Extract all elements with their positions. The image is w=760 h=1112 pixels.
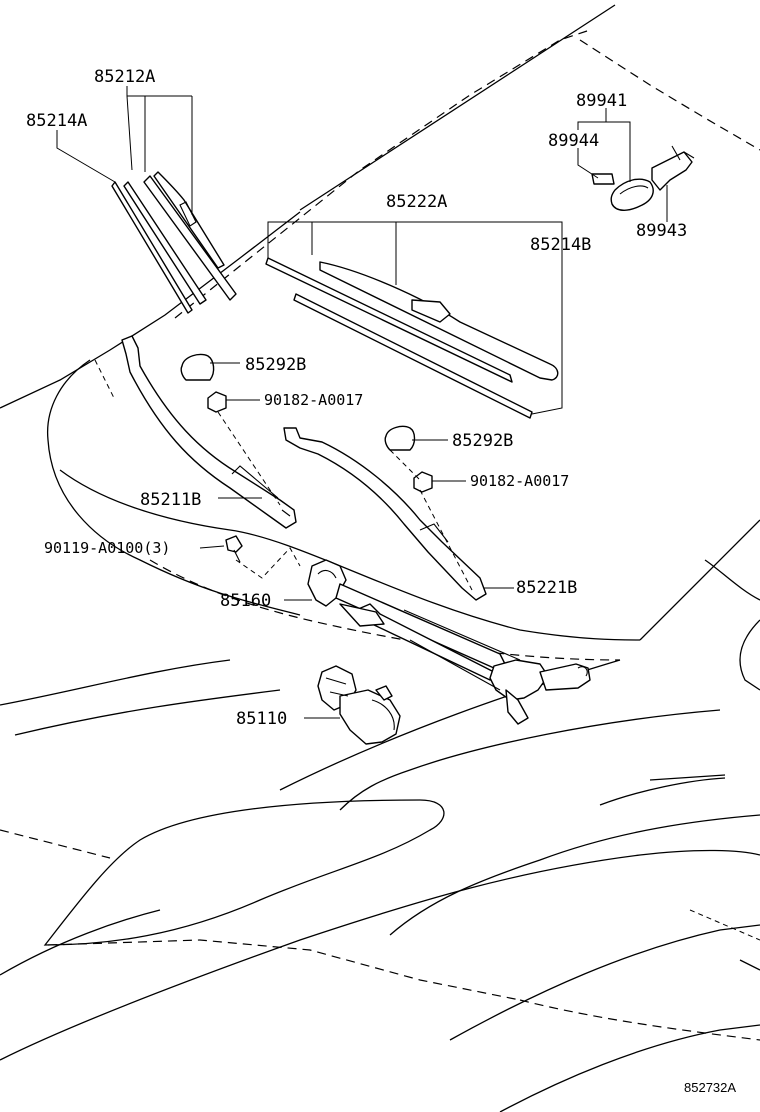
label-89941: 89941 <box>576 91 627 111</box>
label-85110: 85110 <box>236 709 287 729</box>
label-85212a: 85212A <box>94 67 155 87</box>
cap-85292b-right <box>384 425 416 451</box>
wiper-arm-85221b <box>283 427 487 601</box>
label-85214a: 85214A <box>26 111 87 131</box>
nut-90182-right <box>413 471 433 493</box>
rain-sensor-parts <box>591 145 695 211</box>
label-85222a: 85222A <box>386 192 447 212</box>
wiper-link-85160 <box>307 559 591 725</box>
wiper-motor-85110 <box>317 665 401 745</box>
diagram-reference-number: 852732A <box>684 1080 736 1095</box>
label-90182-left: 90182-A0017 <box>264 391 363 409</box>
leader-89941 <box>577 108 631 182</box>
nut-90182-left <box>207 391 227 413</box>
label-89943: 89943 <box>636 221 687 241</box>
label-85292b-right: 85292B <box>452 431 513 451</box>
label-85214b: 85214B <box>530 235 591 255</box>
wiper-blade-85212a <box>111 171 237 314</box>
wiper-blade-85222a <box>265 257 559 419</box>
vehicle-body-outline <box>0 4 760 1112</box>
leader-85212a <box>126 86 193 215</box>
screw-90119 <box>225 535 243 563</box>
label-90119: 90119-A0100(3) <box>44 539 170 557</box>
leader-85222a <box>267 221 563 415</box>
label-85160: 85160 <box>220 591 271 611</box>
leader-89944 <box>577 148 599 179</box>
label-85292b-left: 85292B <box>245 355 306 375</box>
cap-85292b-left <box>180 353 215 381</box>
leader-85214a <box>56 130 116 183</box>
label-89944: 89944 <box>548 131 599 151</box>
wiper-arm-85211b <box>121 335 297 529</box>
label-85211b: 85211B <box>140 490 201 510</box>
label-90182-right: 90182-A0017 <box>470 472 569 490</box>
label-85221b: 85221B <box>516 578 577 598</box>
